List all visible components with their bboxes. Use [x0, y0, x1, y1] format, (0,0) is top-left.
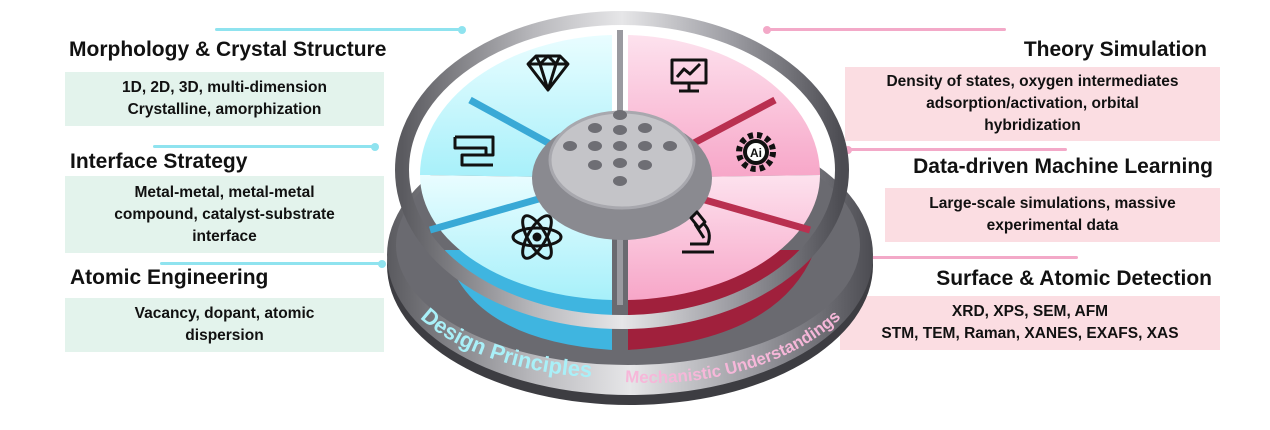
connector-line: [153, 142, 379, 151]
atom-icon: [511, 214, 563, 260]
ai-icon-text: Ai: [750, 146, 762, 160]
ai-gear-icon: Ai: [736, 132, 776, 172]
box-line: experimental data: [986, 217, 1119, 234]
box-line: hybridization: [984, 117, 1081, 134]
connector-dot: [378, 259, 386, 268]
box-line: Vacancy, dopant, atomic: [134, 305, 315, 322]
machine-learning-title: Data-driven Machine Learning: [913, 155, 1213, 178]
box-line: interface: [192, 227, 257, 245]
box-line: dispersion: [185, 327, 264, 344]
box-line: XRD, XPS, SEM, AFM: [951, 303, 1109, 320]
connector-line: [844, 145, 1067, 154]
theory-simulation-box: Density of states, oxygen intermediates …: [845, 67, 1220, 141]
connector-dot: [458, 25, 466, 34]
microscope-icon: [682, 210, 714, 254]
connector-line: [215, 25, 466, 34]
connector-dot: [844, 145, 852, 154]
monitor-chart-icon: [670, 58, 708, 93]
theory-simulation-title: Theory Simulation: [1023, 38, 1207, 61]
box-line: STM, TEM, Raman, XANES, EXAFS, XAS: [881, 325, 1179, 342]
interface-title: Interface Strategy: [70, 150, 248, 173]
connector-dot: [371, 142, 379, 151]
diamond-icon: [526, 54, 570, 92]
box-line: Density of states, oxygen intermediates: [886, 73, 1179, 90]
detection-title: Surface & Atomic Detection: [936, 267, 1212, 290]
morphology-box: 1D, 2D, 3D, multi-dimension Crystalline,…: [65, 72, 384, 126]
box-line: 1D, 2D, 3D, multi-dimension: [122, 79, 327, 96]
interface-box: Metal-metal, metal-metal compound, catal…: [65, 176, 384, 253]
box-line: adsorption/activation, orbital: [926, 95, 1139, 112]
box-line: Metal-metal, metal-metal: [134, 183, 315, 201]
box-line: Crystalline, amorphization: [127, 101, 322, 118]
machine-learning-box: Large-scale simulations, massive experim…: [885, 188, 1220, 242]
atomic-engineering-box: Vacancy, dopant, atomic dispersion: [65, 298, 384, 352]
outer-ring: [395, 11, 849, 329]
atomic-engineering-title: Atomic Engineering: [70, 266, 269, 289]
connector-line: [763, 25, 1006, 34]
connector-dot: [763, 25, 771, 34]
detection-box: XRD, XPS, SEM, AFM STM, TEM, Raman, XANE…: [840, 296, 1220, 350]
morphology-title: Morphology & Crystal Structure: [69, 38, 387, 61]
box-line: compound, catalyst-substrate: [114, 205, 335, 223]
hub-holes: [563, 110, 677, 186]
connector-line: [160, 259, 386, 268]
box-line: Large-scale simulations, massive: [929, 195, 1176, 212]
zigzag-icon: [453, 135, 495, 167]
